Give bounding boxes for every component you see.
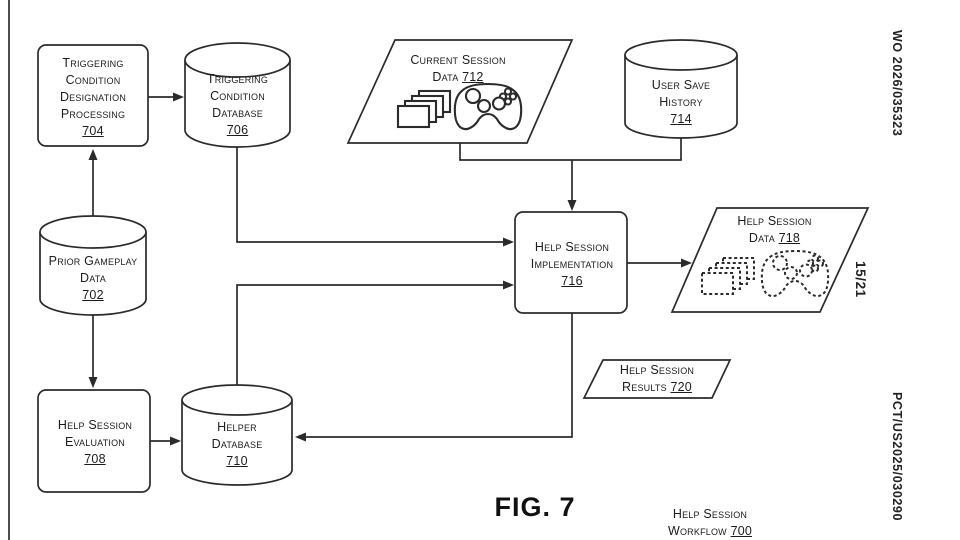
game-controller-dotted-icon: [760, 249, 830, 298]
label-help-session-evaluation: Help Session Evaluation 708: [57, 418, 133, 466]
connector-716-to-718: [627, 258, 692, 268]
connector-712-714-merge-to-716: [459, 138, 682, 211]
connector-704-to-706: [148, 92, 184, 102]
label-current-session-data: Current Session Data 712: [410, 53, 506, 84]
database-cylinder-702: [39, 215, 147, 316]
label-help-session-data: Help Session Data 718: [737, 214, 812, 245]
parallelogram-720: [582, 359, 732, 399]
database-cylinder-706: [184, 42, 291, 148]
application-number: PCT/US2025/030290: [890, 392, 904, 522]
publication-number: WO 2026/035323: [890, 30, 904, 137]
screen-stack-dotted-icon: [701, 257, 755, 295]
process-box-716: [514, 211, 628, 314]
connector-706-to-716: [236, 147, 514, 247]
connector-702-to-708: [88, 315, 98, 388]
connector-708-to-710: [150, 436, 181, 446]
label-triggering-condition-database: Triggering Condition Database 706: [206, 72, 269, 137]
game-controller-icon: [453, 82, 523, 131]
figure-caption: Help Session Workflow 700: [667, 507, 753, 538]
label-triggering-condition-designation-processing: Triggering Condition Designation Process…: [59, 56, 127, 138]
label-helper-database: Helper Database 710: [211, 420, 263, 468]
label-prior-gameplay-data: Prior Gameplay Data 702: [48, 254, 138, 302]
database-cylinder-710: [181, 384, 293, 486]
process-box-708: [37, 389, 151, 493]
sheet-number: 15/21: [853, 261, 868, 298]
connector-710-to-716: [236, 280, 514, 385]
screen-stack-icon: [396, 89, 452, 129]
connector-702-to-704: [88, 149, 98, 216]
process-box-704: [37, 44, 149, 147]
label-help-session-implementation: Help Session Implementation 716: [530, 240, 614, 288]
page-border-line: [8, 0, 10, 540]
label-user-save-history: User Save History 714: [651, 78, 711, 126]
connector-716-to-710: [295, 313, 573, 442]
label-help-session-results: Help Session Results 720: [619, 363, 695, 394]
database-cylinder-714: [624, 39, 738, 139]
figure-label: FIG. 7: [494, 492, 576, 522]
